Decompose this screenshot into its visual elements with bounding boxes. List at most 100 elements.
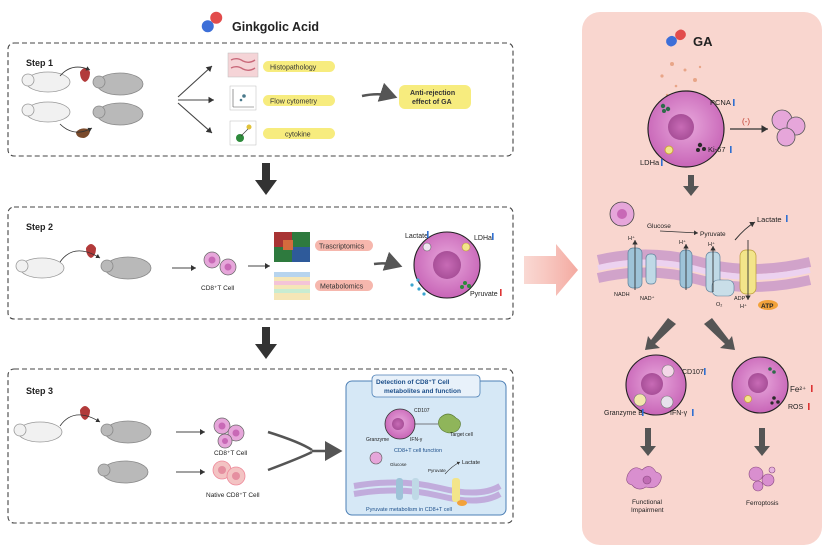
down-arrow-1 (683, 175, 699, 196)
atp-badge: ATP (758, 300, 778, 310)
flow-cytometry-tag (263, 95, 335, 106)
fe-label: Fe²⁺ (790, 385, 806, 394)
result-label-1: Anti-rejection (410, 90, 455, 97)
transcriptomics-label: Trascriptomics (319, 244, 365, 251)
step3-mice (13, 406, 152, 484)
detection-title-1: Detection of CD8⁺T Cell (376, 379, 450, 386)
step2-label: Step 2 (26, 222, 53, 232)
detection-pyruvate: Pyruvate (428, 468, 446, 473)
detection-cd107: CD107 (414, 408, 430, 414)
cd107-label-right: CD107 (682, 369, 704, 376)
transcriptomics-heatmap (274, 232, 310, 262)
metabolomics-label: Metabolomics (320, 284, 364, 291)
split-arrows (645, 318, 735, 350)
ki67-down-arrow (730, 146, 732, 153)
glucose-label: Glucose (647, 223, 671, 230)
ifn-label-right: IFN-γ (670, 410, 688, 417)
svg-text:H⁺: H⁺ (628, 235, 635, 242)
detection-function-cells (384, 408, 461, 440)
detection-lactate: Lactate (462, 460, 480, 466)
capsule-icon-title (201, 11, 223, 33)
capsule-icon (666, 29, 686, 47)
ferroptotic-cell (731, 356, 789, 414)
ga-treated-cell (647, 90, 725, 168)
step3-cd8-cells (213, 417, 245, 449)
result-label-2: effect of GA (412, 99, 452, 106)
main-title: Ginkgolic Acid (232, 20, 319, 34)
step3-native-label: Native CD8⁺T Cell (206, 492, 260, 499)
pcna-down-arrow (733, 99, 735, 106)
step2-ldha-label: LDHa (474, 235, 492, 242)
detection-glucose: Glucose (390, 462, 407, 467)
impaired-cells-icon (626, 466, 662, 490)
histopathology-label: Histopathology (270, 65, 317, 72)
pyruvate-label: Pyruvate (700, 231, 726, 238)
ifn-down-arrow (692, 409, 694, 416)
fe-up-arrow (811, 385, 813, 392)
proton-arrows (632, 240, 751, 300)
step2-cell-label: CD8⁺T Cell (201, 285, 235, 292)
cytokine-thumbnail (229, 120, 257, 146)
histopathology-tag (263, 61, 335, 72)
granzyme-b-label: Granzyme B (604, 410, 643, 417)
cd107-down-arrow (704, 368, 706, 375)
detection-lactate-arrow (444, 461, 461, 475)
big-connector-arrow (524, 244, 578, 296)
step1-fan-arrows (177, 65, 214, 134)
cytokine-label: cytokine (285, 132, 311, 139)
detection-title-2: metabolites and function (384, 388, 461, 395)
inhibit-sign: (-) (742, 117, 750, 126)
step2-lactate-down-arrow (427, 231, 429, 238)
step-arrow-2 (255, 327, 277, 359)
lactate-down-arrow (786, 215, 788, 222)
step1-mice (21, 66, 144, 138)
flow-cytometry-thumbnail (229, 85, 257, 111)
h-plus-labels: H⁺ H⁺ H⁺ H⁺ (628, 235, 747, 310)
ferroptosis-label: Ferroptosis (746, 500, 779, 507)
ldha-label-top: LDHa (640, 158, 660, 167)
svg-text:H⁺: H⁺ (740, 303, 747, 310)
step2-box (7, 206, 514, 320)
flow-cytometry-label: Flow cytometry (270, 99, 318, 106)
transcriptomics-tag (315, 240, 373, 251)
functional-impairment-label-1: Functional (632, 499, 663, 506)
functional-impairment-label-2: Impairment (631, 507, 664, 514)
cytokine-tag (263, 128, 335, 139)
pcna-label: PCNA (710, 98, 731, 107)
histopathology-thumbnail (227, 52, 259, 78)
ki67-label: Ki-67 (708, 145, 726, 154)
step2-ldha-down-arrow (492, 233, 494, 240)
o2-label: O₂ (716, 302, 722, 308)
ldha-down-arrow (661, 159, 663, 166)
detection-metabolism-caption: Pyruvate metabolism in CD8+T cell (366, 507, 452, 513)
granzyme-down-arrow (642, 409, 644, 416)
step-arrow-1 (255, 163, 277, 195)
outcome-arrows (640, 428, 770, 456)
nadh-label: NADH (614, 292, 630, 298)
step3-native-cells (212, 460, 246, 486)
svg-text:H⁺: H⁺ (708, 241, 715, 248)
detection-granzyme: Granzyme (366, 437, 389, 443)
step3-cd8-label: CD8⁺T Cell (214, 450, 248, 457)
step2-cd8-cells (203, 251, 237, 276)
step2-converge-arrow (373, 251, 403, 271)
glucose-to-pyruvate-arrow (659, 230, 699, 236)
ros-up-arrow (808, 403, 810, 410)
nad-label: NAD⁺ (640, 295, 655, 302)
step1-label: Step 1 (26, 58, 53, 68)
detection-function-caption: CD8+T cell function (394, 448, 442, 454)
svg-text:H⁺: H⁺ (679, 239, 686, 246)
step2-pyruvate-up-arrow (500, 289, 502, 296)
metabolomics-heatmap (274, 272, 310, 300)
step3-converge-arrow (267, 430, 313, 472)
step1-converge-arrow (361, 82, 398, 102)
step3-label: Step 3 (26, 386, 53, 396)
step1-box (7, 42, 514, 157)
adp-label: ADP (734, 296, 746, 302)
step2-lactate-label: Lactate (405, 233, 428, 240)
ros-label: ROS (788, 404, 804, 411)
cell-fragment (609, 201, 635, 227)
detection-membrane (353, 451, 502, 506)
svg-text:ATP: ATP (761, 303, 774, 310)
